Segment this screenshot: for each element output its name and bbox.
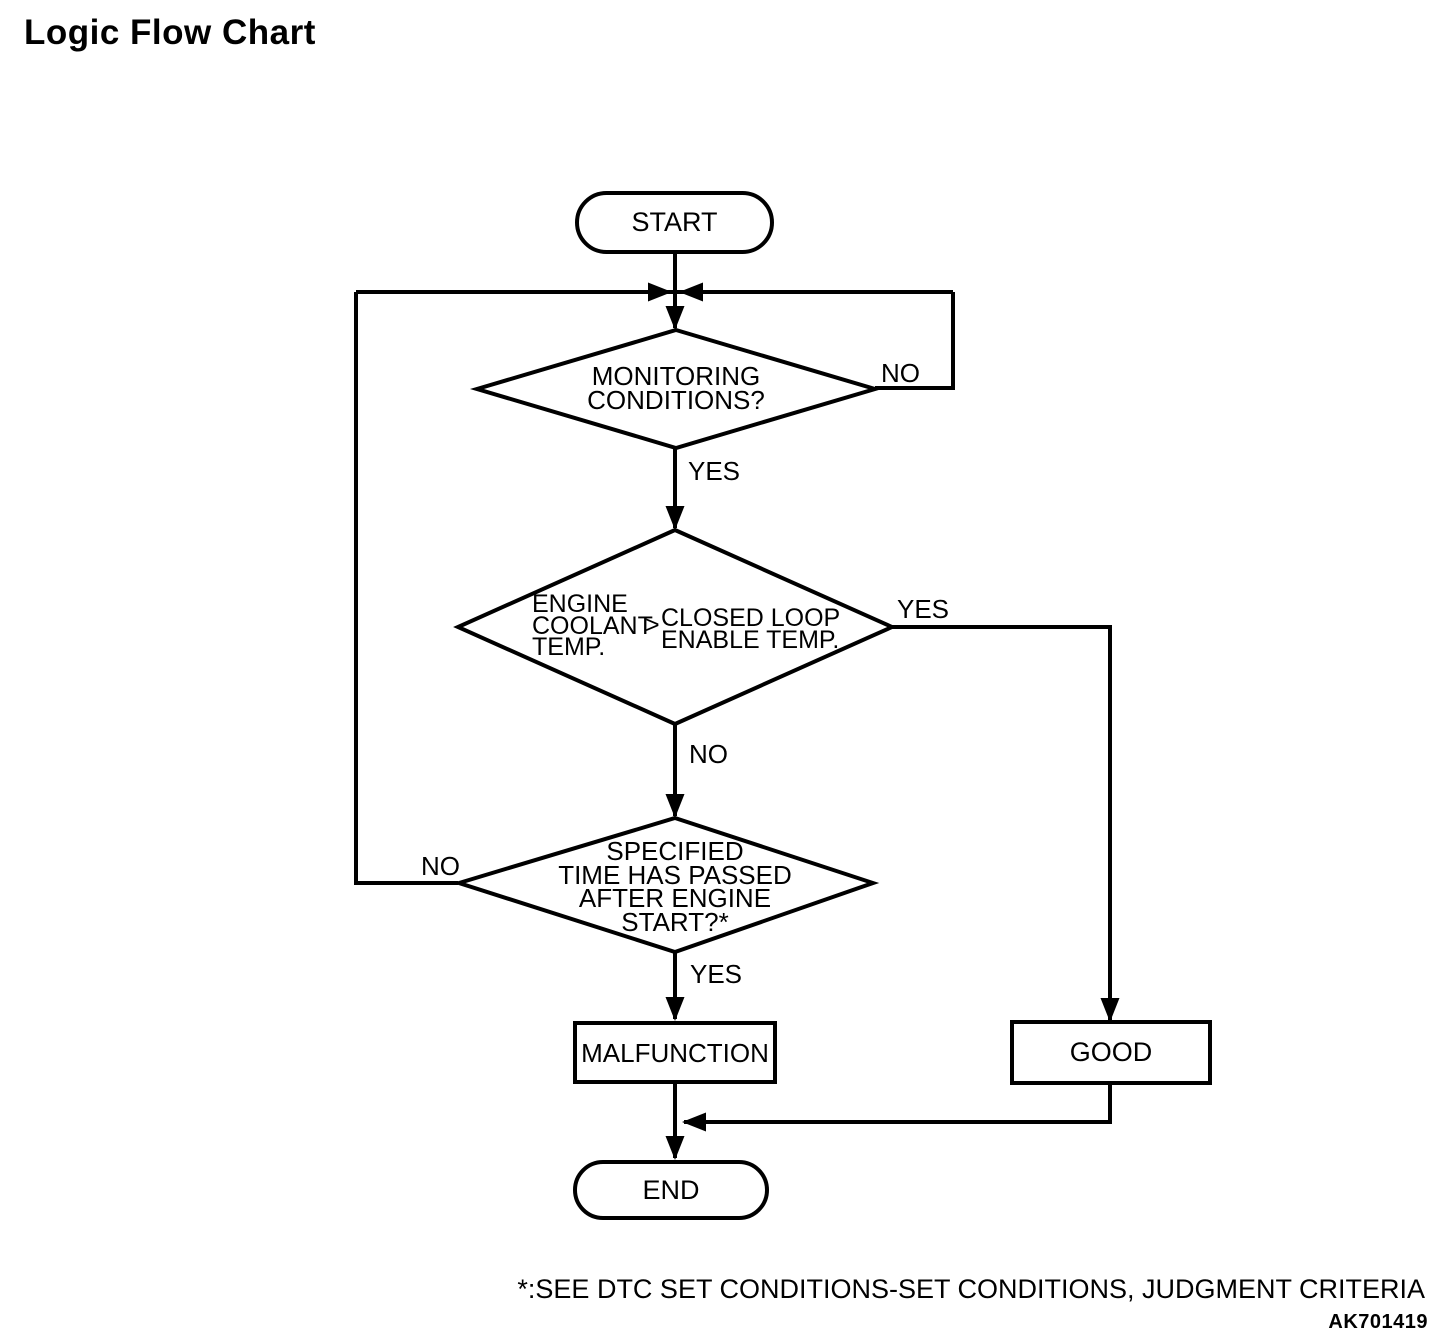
- monitoring-no-label: NO: [881, 358, 920, 388]
- coolant-no-label: NO: [689, 739, 728, 769]
- time-decision-label: SPECIFIED TIME HAS PASSED AFTER ENGINE S…: [558, 836, 792, 937]
- end-terminator-shape: [573, 1160, 769, 1220]
- time-yes-label: YES: [690, 959, 743, 989]
- loop-junction-right-arrowhead: [648, 282, 672, 302]
- into-coolant-arrowhead: [665, 506, 685, 530]
- malfunction-label: MALFUNCTION: [581, 1037, 769, 1068]
- page-title: Logic Flow Chart: [24, 13, 316, 52]
- start-label: START: [631, 207, 718, 237]
- end-label: END: [642, 1174, 700, 1205]
- monitoring-no-right-loop-line: [875, 292, 955, 390]
- merge-left-arrowhead: [682, 1112, 706, 1132]
- time-no-label: NO: [421, 851, 460, 881]
- monitoring-decision-label: MONITORING CONDITIONS?: [587, 361, 765, 415]
- good-merge-line: [684, 1083, 1112, 1124]
- coolant-decision-left-label: ENGINE COOLANT TEMP.: [532, 590, 653, 661]
- into-good-arrowhead: [1100, 998, 1120, 1022]
- time-decision-shape: [452, 815, 880, 955]
- coolant-decision-shape: [453, 527, 897, 727]
- into-malfunction-arrowhead: [665, 997, 685, 1021]
- loop-junction-left-arrowhead: [679, 282, 703, 302]
- into-monitoring-arrowhead: [665, 306, 685, 330]
- into-time-arrowhead: [665, 794, 685, 818]
- figure-code: AK701419: [1328, 1311, 1428, 1333]
- time-no-left-loop-line: [354, 292, 458, 885]
- coolant-yes-to-good-line: [892, 625, 1112, 1020]
- coolant-yes-label: YES: [897, 594, 950, 624]
- coolant-decision-operator: >: [645, 611, 660, 639]
- into-end-arrowhead: [665, 1136, 685, 1160]
- good-label: GOOD: [1069, 1037, 1153, 1067]
- footnote: *:SEE DTC SET CONDITIONS-SET CONDITIONS,…: [517, 1274, 1425, 1304]
- good-process-shape: [1010, 1020, 1212, 1085]
- malfunction-process-shape: [573, 1021, 777, 1084]
- monitoring-decision-shape: [469, 327, 883, 451]
- monitoring-yes-label: YES: [688, 456, 741, 486]
- coolant-decision-right-label: CLOSED LOOP ENABLE TEMP.: [661, 604, 841, 654]
- start-terminator-shape: [575, 191, 774, 254]
